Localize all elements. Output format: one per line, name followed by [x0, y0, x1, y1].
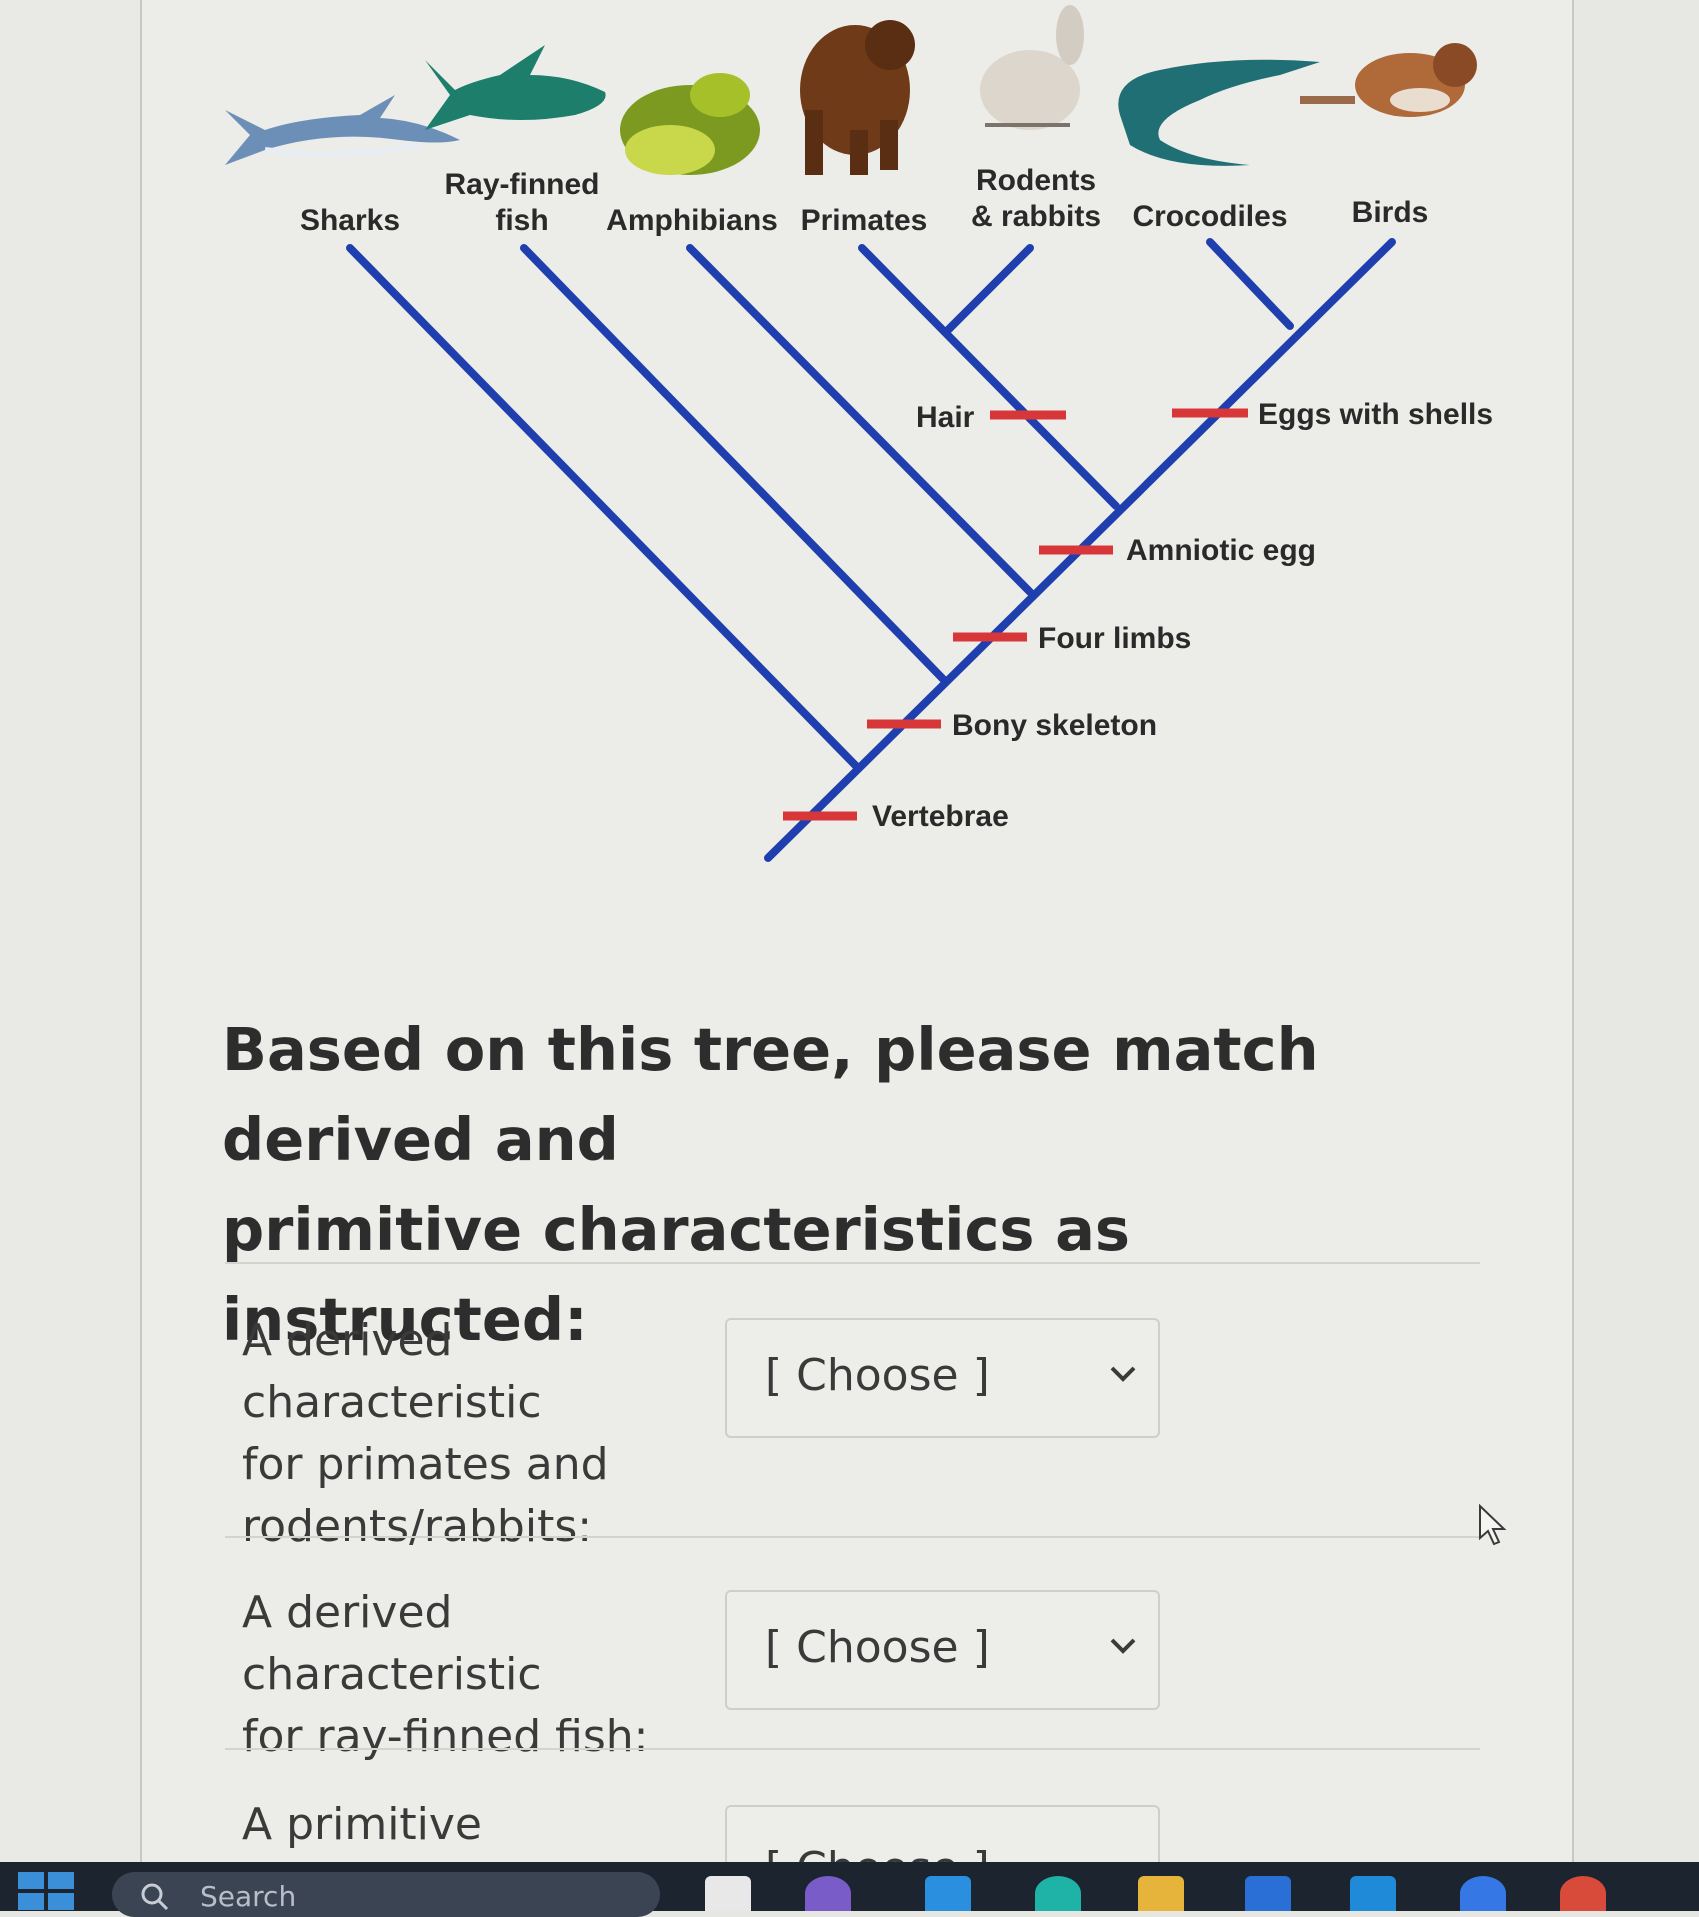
right-margin: [1569, 0, 1699, 1862]
taxon-label-ray-finned-line1: Ray-finned: [444, 168, 599, 201]
file-icon[interactable]: [705, 1876, 751, 1911]
match-2-select-value: [ Choose ]: [765, 1622, 990, 1673]
phylogenetic-tree-image: Sharks Ray-finned fish Amphibians Primat…: [225, 5, 1493, 862]
trait-label-hair: Hair: [916, 401, 975, 434]
trait-label-bony-skeleton: Bony skeleton: [952, 709, 1157, 742]
browser-icon[interactable]: [1035, 1876, 1081, 1911]
match-1-label-line: rodents/rabbits:: [242, 1501, 593, 1552]
taxon-label-crocodiles: Crocodiles: [1132, 200, 1287, 233]
chevron-down-icon: [1110, 1638, 1136, 1654]
match-3-label: A primitive: [242, 1794, 712, 1856]
match-1-select[interactable]: [ Choose ]: [725, 1318, 1160, 1438]
windows-start-icon[interactable]: [18, 1872, 74, 1911]
trait-label-eggs-with-shells: Eggs with shells: [1258, 398, 1493, 431]
ray-finned-fish-illustration: [425, 45, 606, 130]
match-2-label-line: for ray-finned fish:: [242, 1711, 649, 1762]
taxon-label-sharks: Sharks: [300, 204, 400, 237]
divider: [225, 1262, 1480, 1264]
taskbar-search-input[interactable]: Search: [112, 1872, 660, 1917]
primate-illustration: [800, 20, 915, 175]
app-icon[interactable]: [805, 1876, 851, 1911]
taskbar-search-placeholder: Search: [200, 1880, 297, 1913]
match-3-select[interactable]: [ Choose ]: [725, 1805, 1160, 1894]
question-title-line2: primitive characteristics as instructed:: [222, 1195, 1131, 1354]
app-icon[interactable]: [1460, 1876, 1506, 1911]
match-2-label: A derived characteristic for ray-finned …: [242, 1582, 712, 1768]
trait-markers: [783, 408, 1248, 821]
taxon-label-primates: Primates: [801, 204, 928, 237]
divider: [225, 1748, 1480, 1750]
match-1-label-line: A derived characteristic: [242, 1315, 542, 1428]
bird-illustration: [1300, 43, 1477, 117]
search-icon: [141, 1883, 169, 1911]
taxon-label-rodents-line1: Rodents: [976, 164, 1096, 197]
match-2-select[interactable]: [ Choose ]: [725, 1590, 1160, 1710]
folder-icon[interactable]: [1138, 1876, 1184, 1911]
match-1-select-value: [ Choose ]: [765, 1350, 990, 1401]
match-1-label: A derived characteristic for primates an…: [242, 1310, 712, 1558]
taxon-label-rodents-line2: & rabbits: [971, 200, 1101, 233]
tree-branches: [346, 238, 1396, 862]
left-margin: [0, 0, 150, 1862]
rabbit-illustration: [980, 5, 1084, 130]
app-icon[interactable]: [925, 1876, 971, 1911]
mail-icon[interactable]: [1350, 1876, 1396, 1911]
trait-label-four-limbs: Four limbs: [1038, 622, 1191, 655]
app-icon[interactable]: [1560, 1876, 1606, 1911]
question-title: Based on this tree, please match derived…: [222, 1005, 1482, 1365]
store-icon[interactable]: [1245, 1876, 1291, 1911]
divider: [225, 1536, 1480, 1538]
taxon-label-amphibians: Amphibians: [606, 204, 778, 237]
match-3-label-line: A primitive: [242, 1799, 483, 1850]
crocodile-illustration: [1118, 59, 1320, 166]
match-2-label-line: A derived characteristic: [242, 1587, 542, 1700]
taskbar: Search: [0, 1862, 1699, 1917]
trait-label-amniotic-egg: Amniotic egg: [1126, 534, 1316, 567]
frog-illustration: [620, 73, 760, 175]
mouse-cursor-icon: [1479, 1504, 1507, 1546]
chevron-down-icon: [1110, 1366, 1136, 1382]
taxon-label-ray-finned-line2: fish: [495, 204, 548, 237]
quiz-content-column: [140, 0, 1574, 1862]
question-title-line1: Based on this tree, please match derived…: [222, 1015, 1319, 1174]
taxon-label-birds: Birds: [1352, 196, 1429, 229]
match-1-label-line: for primates and: [242, 1439, 609, 1490]
shark-illustration: [225, 95, 460, 165]
trait-label-vertebrae: Vertebrae: [872, 800, 1009, 833]
